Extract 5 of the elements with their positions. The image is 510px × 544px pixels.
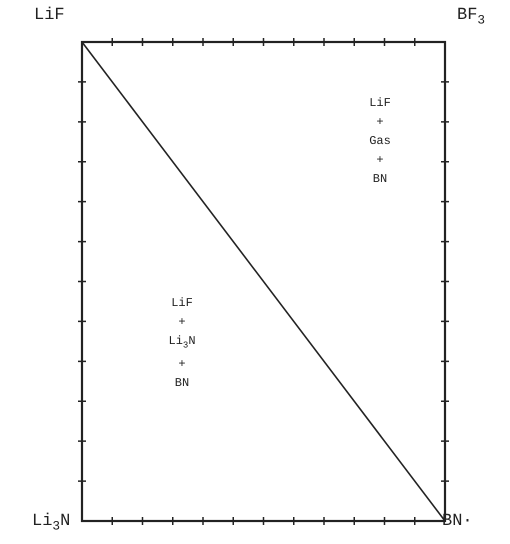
vertex-label: Li$_{3}$N (32, 512, 70, 536)
vertex-label: LiF (34, 6, 65, 26)
region-label: LiF + Li$_{3}$N + BN (168, 295, 196, 392)
vertex-label: BF$_{3}$ (457, 6, 486, 30)
region-label: LiF + Gas + BN (369, 95, 391, 188)
